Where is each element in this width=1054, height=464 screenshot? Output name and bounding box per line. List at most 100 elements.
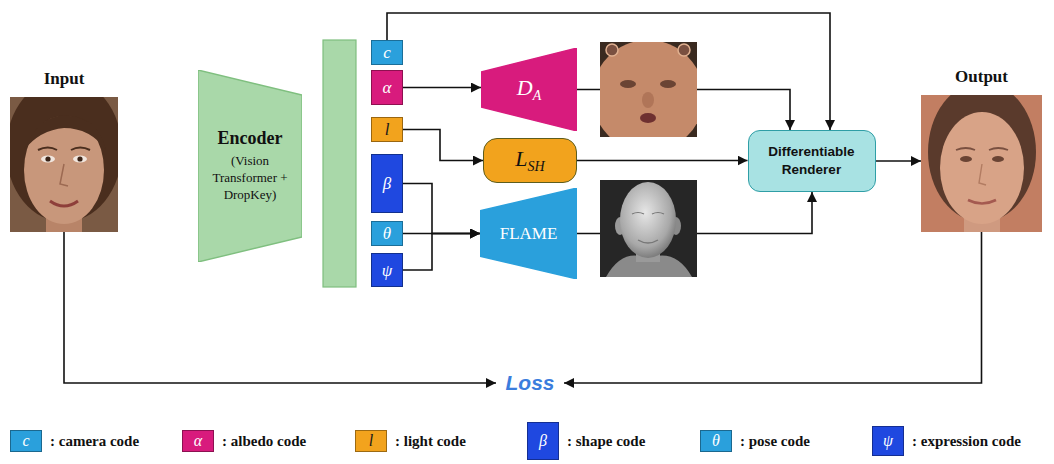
label-group: ψ xyxy=(382,262,393,279)
legend-swatch: l xyxy=(355,430,387,452)
image-heading: Output xyxy=(955,67,1008,87)
input-photo xyxy=(10,97,118,232)
legend-entry: α : albedo code xyxy=(182,421,306,461)
texture-eye xyxy=(620,80,636,88)
label-group: Encoder (Vision Transformer + DropKey) xyxy=(208,128,292,204)
eye xyxy=(992,156,1004,162)
legend-entry: β : shape code xyxy=(527,421,645,461)
mesh-eye xyxy=(632,213,644,215)
legend-symbol: c xyxy=(22,432,29,450)
nose xyxy=(60,164,68,186)
symbol-text: L xyxy=(515,146,527,171)
label-group: c xyxy=(383,44,391,61)
eyebrow xyxy=(989,148,1008,150)
texture-eye xyxy=(660,80,676,88)
legend-symbol: β xyxy=(539,432,547,450)
legend-entry: ψ: expression code xyxy=(872,421,1021,461)
mesh-render xyxy=(600,180,697,277)
face xyxy=(940,112,1024,224)
node-label: Loss xyxy=(505,371,554,395)
connector-arrow xyxy=(403,130,483,161)
symbol-text: D xyxy=(517,75,533,100)
legend-symbol: θ xyxy=(712,432,720,450)
legend-swatch: c xyxy=(10,430,42,452)
flame-model-shape xyxy=(480,188,577,279)
loss-label: Loss xyxy=(501,369,559,397)
texture-mouth xyxy=(640,113,656,123)
texture-ear xyxy=(678,44,690,56)
node-label: l xyxy=(385,121,390,138)
pose-code-box: θ xyxy=(371,221,403,246)
label-group: LSH xyxy=(515,146,544,174)
mouth xyxy=(968,200,996,204)
eyebrow xyxy=(956,148,975,150)
label-group: θ xyxy=(383,225,391,242)
legend-entry: c : camera code xyxy=(10,421,139,461)
legend-swatch: θ xyxy=(700,430,732,452)
mouth xyxy=(50,201,78,206)
legend-entry: l : light code xyxy=(355,421,466,461)
label-group: Differentiable Renderer xyxy=(756,143,868,178)
shape-code-box: β xyxy=(371,154,403,213)
legend-swatch: α xyxy=(182,430,214,452)
legend-text: : pose code xyxy=(740,433,810,450)
encoder-trapezoid-shape xyxy=(198,70,302,262)
node-subtext: (Vision Transformer + DropKey) xyxy=(208,153,292,204)
pupil xyxy=(77,156,82,161)
eyebrow xyxy=(38,148,57,151)
node-label: ψ xyxy=(382,262,393,279)
node-label: α xyxy=(383,79,392,96)
connector-arrow xyxy=(403,87,481,89)
input-image: Input xyxy=(10,97,118,232)
connector-arrow xyxy=(403,184,480,234)
mesh-head xyxy=(620,182,676,258)
connector-arrow xyxy=(403,234,480,271)
albedo-code-box: α xyxy=(371,70,403,105)
label-group: DA xyxy=(517,75,541,103)
expression-code-box: ψ xyxy=(371,253,403,287)
spherical-harmonics-box: LSH xyxy=(483,138,577,183)
legend-text: : shape code xyxy=(567,433,645,450)
label-group: β xyxy=(383,175,391,192)
nose xyxy=(979,164,986,185)
eyebrow xyxy=(71,148,90,151)
connector-arrow xyxy=(577,160,748,162)
texture-skin xyxy=(600,42,697,137)
legend-text: : albedo code xyxy=(222,433,306,450)
legend-swatch: β xyxy=(527,422,559,460)
subscript-text: A xyxy=(533,88,542,103)
texture-ear xyxy=(606,44,618,56)
legend-text: : camera code xyxy=(50,433,139,450)
flame-model: FLAME xyxy=(480,188,577,279)
node-label: Encoder xyxy=(218,128,283,149)
connector-arrow xyxy=(876,160,922,162)
latent-bar xyxy=(323,40,356,287)
eye xyxy=(73,156,87,163)
albedo-texture xyxy=(600,42,697,137)
node-label: FLAME xyxy=(500,224,558,244)
label-group: α xyxy=(383,79,392,96)
connector-arrow xyxy=(64,232,496,383)
eye xyxy=(41,156,55,163)
mesh-eye xyxy=(652,213,664,215)
albedo-decoder: DA xyxy=(481,48,577,131)
node-label: θ xyxy=(383,225,391,242)
mesh-mouth xyxy=(638,240,658,243)
camera-code-box: c xyxy=(371,40,403,65)
legend-text: : light code xyxy=(395,433,466,450)
legend-swatch: ψ xyxy=(872,426,904,456)
albedo-decoder-shape xyxy=(481,48,577,131)
label-group: Loss xyxy=(505,371,554,395)
legend-symbol: l xyxy=(369,432,373,450)
node-label: c xyxy=(383,44,391,61)
legend-entry: θ : pose code xyxy=(700,421,810,461)
image-heading: Input xyxy=(44,69,85,89)
output-image: Output xyxy=(921,95,1042,232)
pupil xyxy=(45,156,50,161)
legend-symbol: α xyxy=(194,432,202,450)
legend-symbol: ψ xyxy=(883,432,893,450)
renderer-box: Differentiable Renderer xyxy=(748,130,876,192)
fringe xyxy=(24,116,106,150)
node-label: β xyxy=(383,175,391,192)
